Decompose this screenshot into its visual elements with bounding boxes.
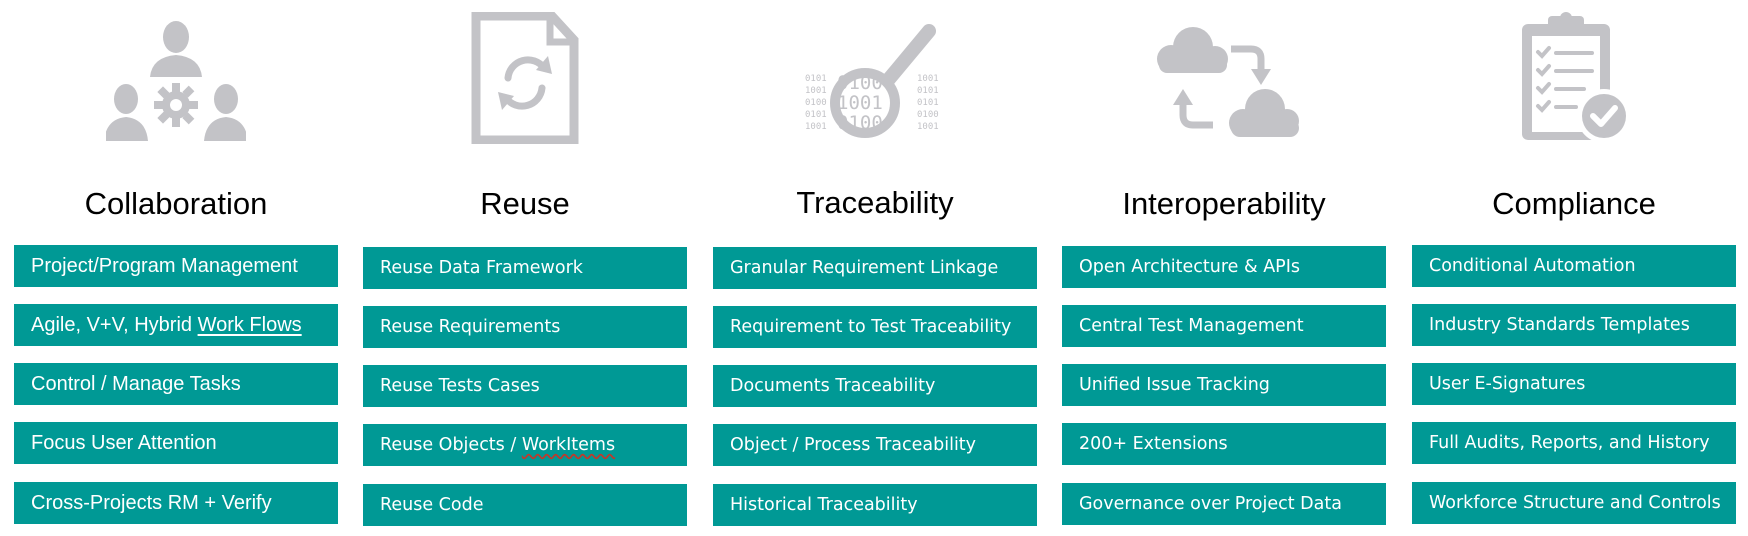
- list-item: Governance over Project Data: [1062, 483, 1386, 525]
- work-flows-link[interactable]: Work Flows: [197, 313, 302, 336]
- list-item: 200+ Extensions: [1062, 423, 1386, 465]
- list-item: Unified Issue Tracking: [1062, 364, 1386, 406]
- column-collaboration: Collaboration Project/Program Management…: [14, 0, 338, 536]
- column-title: Compliance: [1492, 186, 1656, 221]
- binary-small-text: 0101: [917, 86, 939, 96]
- cloud-sync-icon: [1062, 8, 1386, 148]
- column-title: Collaboration: [84, 186, 268, 221]
- binary-text: 1001: [837, 92, 883, 114]
- binary-small-text: 0101: [805, 74, 827, 84]
- list-item: Reuse Objects / WorkItems: [363, 424, 687, 466]
- list-item: Granular Requirement Linkage: [713, 247, 1037, 289]
- list-item: Reuse Code: [363, 484, 687, 526]
- column-traceability: 0101 1001 0100 0101 1001 1001 0101 0101 …: [713, 0, 1037, 536]
- list-item: Workforce Structure and Controls: [1412, 482, 1736, 524]
- list-item: Object / Process Traceability: [713, 424, 1037, 466]
- workitems-text: WorkItems: [521, 435, 616, 455]
- column-compliance: Compliance Conditional Automation Indust…: [1412, 0, 1736, 536]
- list-item: Full Audits, Reports, and History: [1412, 422, 1736, 464]
- list-item: Reuse Tests Cases: [363, 365, 687, 407]
- list-item: Reuse Requirements: [363, 306, 687, 348]
- binary-small-text: 0101: [805, 110, 827, 120]
- column-reuse: Reuse Reuse Data Framework Reuse Require…: [363, 0, 687, 536]
- list-item: Agile, V+V, Hybrid Work Flows: [14, 304, 338, 346]
- clipboard-check-icon: [1412, 8, 1736, 148]
- binary-small-text: 1001: [805, 86, 827, 96]
- binary-small-text: 1001: [917, 122, 939, 132]
- binary-small-text: 1001: [805, 122, 827, 132]
- list-item: Focus User Attention: [14, 422, 338, 464]
- document-refresh-icon: [363, 8, 687, 148]
- list-item: Project/Program Management: [14, 245, 338, 287]
- list-item: Open Architecture & APIs: [1062, 246, 1386, 288]
- list-item: Cross-Projects RM + Verify: [14, 482, 338, 524]
- binary-small-text: 0100: [917, 110, 939, 120]
- column-title: Interoperability: [1122, 186, 1326, 221]
- binary-small-text: 1001: [917, 74, 939, 84]
- list-item: Historical Traceability: [713, 484, 1037, 526]
- list-item: User E-Signatures: [1412, 363, 1736, 405]
- binary-small-text: 0101: [917, 98, 939, 108]
- list-item: Requirement to Test Traceability: [713, 306, 1037, 348]
- column-interoperability: Interoperability Open Architecture & API…: [1062, 0, 1386, 536]
- list-item: Conditional Automation: [1412, 245, 1736, 287]
- list-item: Documents Traceability: [713, 365, 1037, 407]
- team-gear-icon: [14, 8, 338, 148]
- list-item: Reuse Data Framework: [363, 247, 687, 289]
- list-item: Central Test Management: [1062, 305, 1386, 347]
- binary-small-text: 0100: [805, 98, 827, 108]
- column-title: Reuse: [480, 186, 570, 221]
- list-item: Control / Manage Tasks: [14, 363, 338, 405]
- magnifier-binary-icon: 0101 1001 0100 0101 1001 1001 0101 0101 …: [713, 8, 1037, 148]
- list-item: Industry Standards Templates: [1412, 304, 1736, 346]
- column-title: Traceability: [796, 185, 954, 220]
